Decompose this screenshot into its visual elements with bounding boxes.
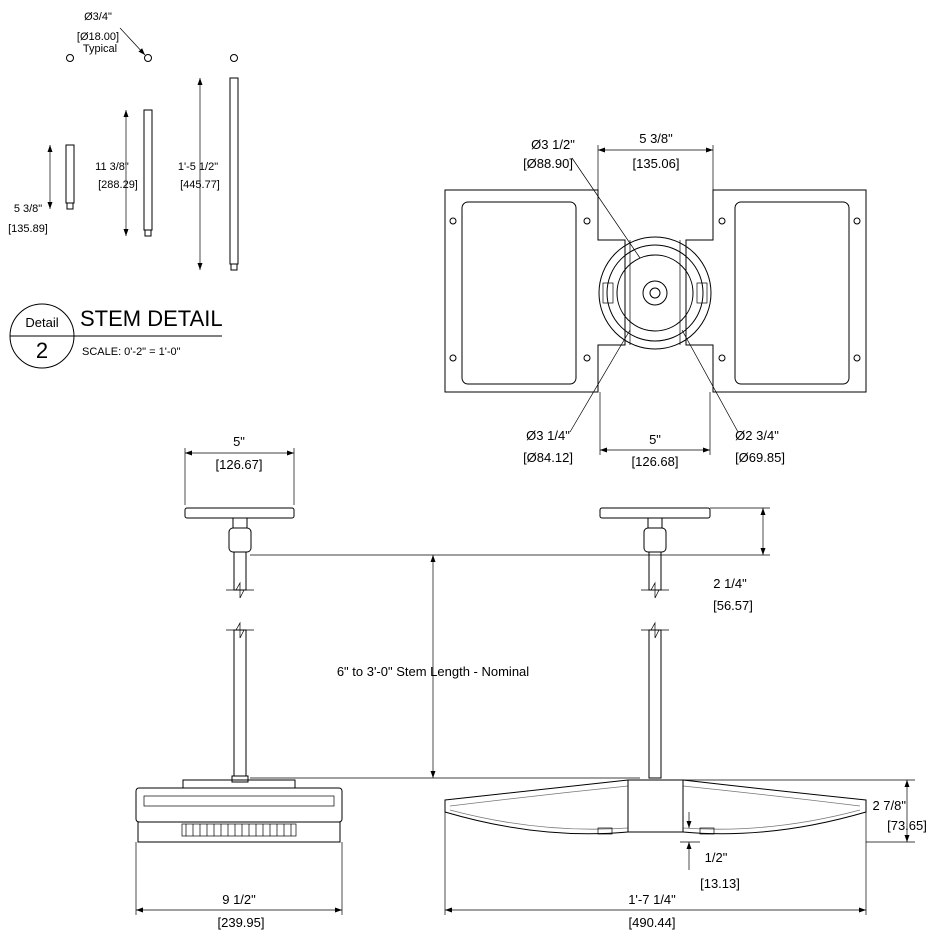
fixture-height-metric: [73.65]	[887, 818, 927, 833]
stem-short-metric: [135.89]	[8, 223, 48, 235]
hub-width-metric: [126.68]	[632, 454, 679, 469]
left-housing	[444, 189, 626, 393]
stem-length: 6" to 3'-0" Stem Length - Nominal	[337, 664, 529, 679]
hole-diameter-label: Ø3/4"	[84, 11, 112, 23]
fixture-side-view	[444, 779, 867, 835]
screw-heads	[449, 217, 861, 362]
detail-number: 2	[36, 338, 48, 363]
canopy-diameter: Ø3 1/2"	[531, 137, 575, 152]
fixture-end-view	[135, 779, 343, 843]
fixture-width-metric: [239.95]	[218, 915, 265, 930]
small-diameter-leader	[681, 329, 739, 433]
top-view: Ø3 1/2" [Ø88.90] 5 3/8" [135.06] 5" [126…	[444, 131, 867, 469]
stem-detail-title: STEM DETAIL	[80, 306, 223, 331]
stem-end-hole	[66, 54, 74, 62]
hole-note: Typical	[83, 43, 117, 55]
center-width: 5 3/8"	[639, 131, 673, 146]
inner-diameter-metric: [Ø84.12]	[523, 450, 573, 465]
side-views: 5" [126.67] 2 1/4" [56.57] 6" to 3'-0" S…	[135, 434, 927, 930]
stem-short-length: 5 3/8"	[14, 203, 42, 215]
stem-medium-metric: [288.29]	[98, 179, 138, 191]
right-housing	[685, 189, 867, 393]
stem-long-metric: [445.77]	[180, 179, 220, 191]
stem-long-length: 1'-5 1/2"	[178, 161, 218, 173]
stem-medium: 11 3/8" [288.29]	[95, 109, 153, 237]
fixture-height: 2 7/8"	[872, 798, 906, 813]
left-canopy	[184, 507, 295, 519]
left-canopy-fitting	[232, 517, 248, 529]
hub-width: 5"	[649, 432, 661, 447]
inner-diameter: Ø3 1/4"	[526, 428, 570, 443]
center-hub	[598, 236, 712, 350]
canopy-diameter-metric: [Ø88.90]	[523, 156, 573, 171]
small-diameter-metric: [Ø69.85]	[735, 450, 785, 465]
left-swivel	[228, 527, 252, 553]
detail-label: Detail	[25, 315, 58, 330]
right-lens	[734, 201, 850, 385]
hole-diameter-metric: [Ø18.00]	[77, 31, 119, 43]
stem-end-hole	[144, 54, 152, 62]
lens-offset: 1/2"	[705, 850, 728, 865]
small-diameter: Ø2 3/4"	[735, 428, 779, 443]
left-stem	[233, 629, 247, 777]
fixture-length: 1'-7 1/4"	[628, 892, 676, 907]
center-width-metric: [135.06]	[633, 156, 680, 171]
stem-detail: Ø3/4" [Ø18.00] Typical 5 3/8" [135.89] 1…	[8, 11, 239, 369]
canopy-width: 5"	[233, 434, 245, 449]
lens-offset-metric: [13.13]	[700, 876, 740, 891]
canopy-drop-metric: [56.57]	[713, 598, 753, 613]
canopy-leader	[571, 157, 641, 259]
hole-leader	[119, 27, 146, 56]
detail-callout: Detail 2 STEM DETAIL SCALE: 0'-2" = 1'-0…	[9, 303, 223, 369]
right-stem	[648, 629, 662, 779]
fixture-length-metric: [490.44]	[629, 915, 676, 930]
scale-note: SCALE: 0'-2" = 1'-0"	[82, 346, 181, 358]
stem-long: 1'-5 1/2" [445.77]	[178, 77, 239, 271]
fixture-width: 9 1/2"	[222, 892, 256, 907]
right-canopy	[599, 507, 711, 519]
canopy-width-metric: [126.67]	[216, 457, 263, 472]
inner-diameter-leader	[569, 329, 631, 433]
canopy-drop: 2 1/4"	[713, 576, 747, 591]
stem-short: 5 3/8" [135.89]	[8, 144, 75, 235]
stem-end-hole	[230, 54, 238, 62]
left-lens	[461, 201, 577, 385]
stem-medium-length: 11 3/8"	[95, 161, 129, 173]
